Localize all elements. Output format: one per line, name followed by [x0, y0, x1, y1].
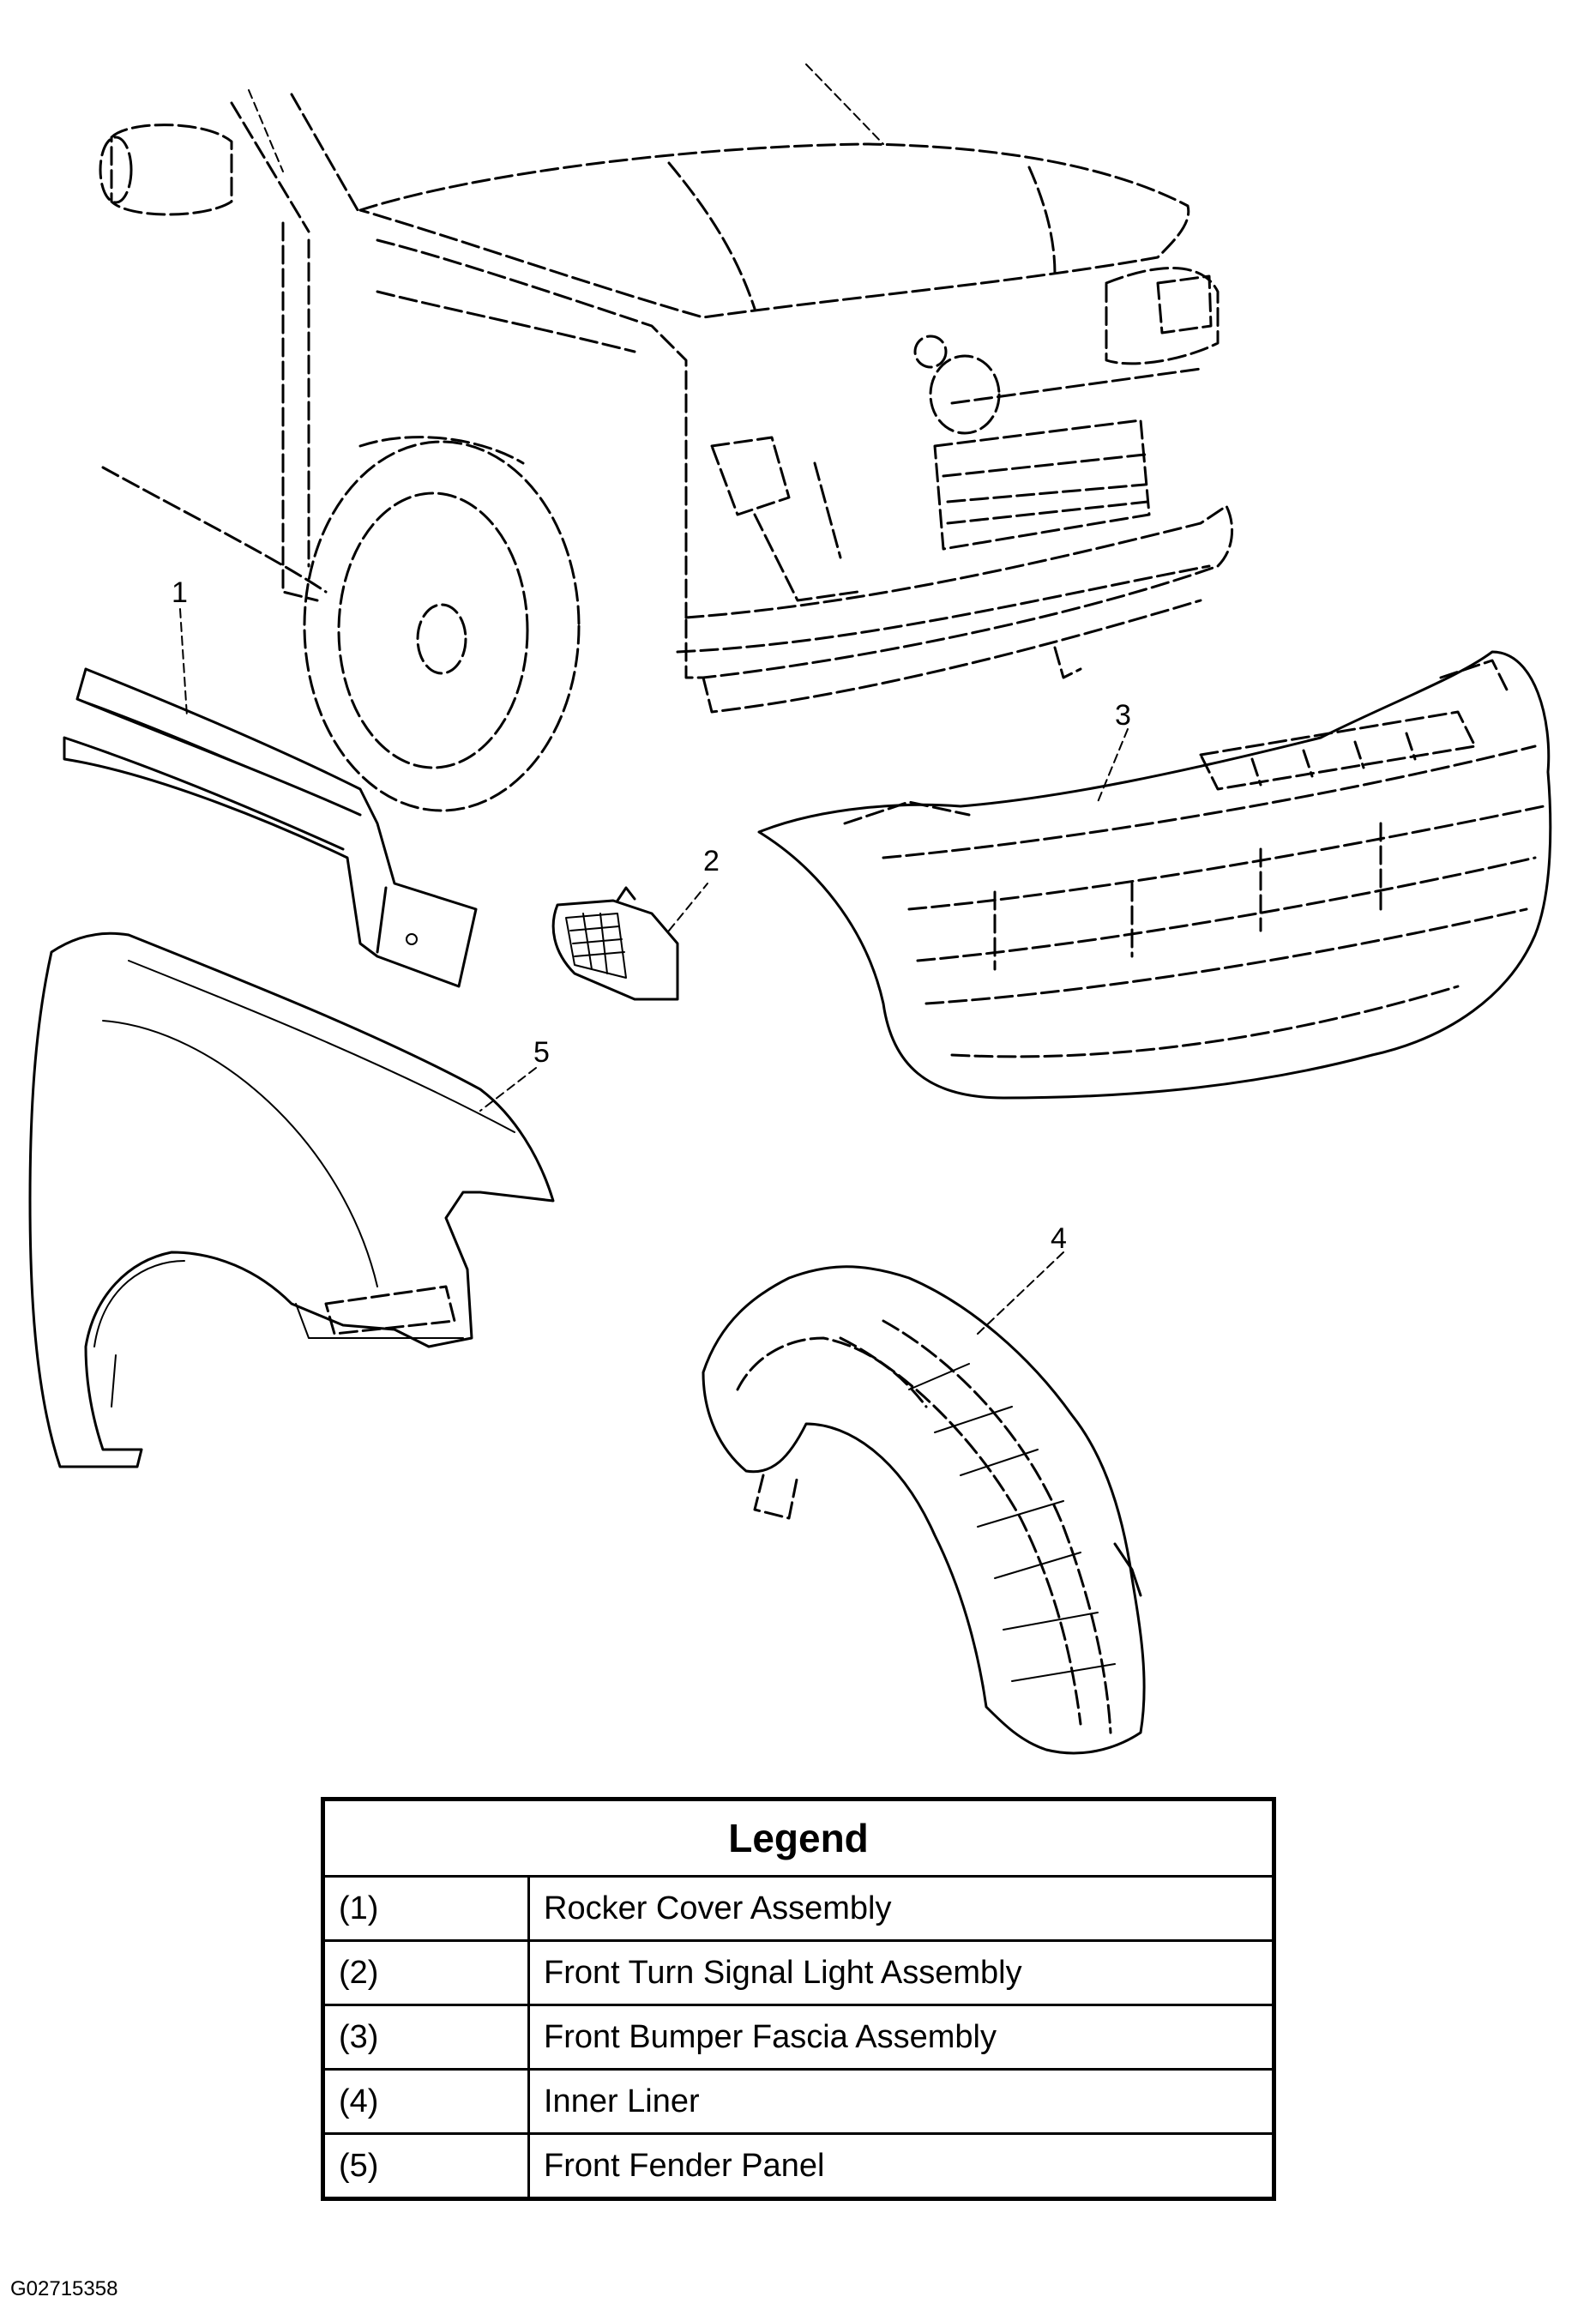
- legend-row: (3) Front Bumper Fascia Assembly: [322, 2004, 1275, 2071]
- callout-5: 5: [533, 1036, 550, 1069]
- callout-2: 2: [703, 845, 720, 877]
- bumper-fascia-illustration: [757, 650, 1552, 1100]
- callout-3: 3: [1115, 699, 1131, 732]
- legend-row-number: (4): [322, 2068, 530, 2135]
- legend-row-number: (1): [322, 1875, 530, 1942]
- inner-liner-illustration: [702, 1251, 1146, 1755]
- legend-row-label: Front Fender Panel: [527, 2132, 1275, 2200]
- legend-header-row: Legend: [322, 1798, 1275, 1878]
- exploded-view-drawing: [28, 63, 1552, 1755]
- legend-row-label: Inner Liner: [527, 2068, 1275, 2135]
- turn-signal-lamp-illustration: [551, 883, 708, 1001]
- legend-row-number: (5): [322, 2132, 530, 2200]
- legend-row-label: Rocker Cover Assembly: [527, 1875, 1275, 1942]
- legend-row: (2) Front Turn Signal Light Assembly: [322, 1939, 1275, 2006]
- legend-row-label: Front Bumper Fascia Assembly: [527, 2004, 1275, 2071]
- legend-row: (5) Front Fender Panel: [322, 2132, 1275, 2200]
- legend-title: Legend: [322, 1798, 1275, 1878]
- vehicle-front-illustration: [99, 63, 1234, 812]
- legend-row-label: Front Turn Signal Light Assembly: [527, 1939, 1275, 2006]
- legend-row: (4) Inner Liner: [322, 2068, 1275, 2135]
- figure-code: G02715358: [10, 2277, 118, 2300]
- fender-panel-illustration: [28, 931, 555, 1468]
- legend-row-number: (2): [322, 1939, 530, 2006]
- rocker-cover-illustration: [63, 608, 478, 988]
- legend-row: (1) Rocker Cover Assembly: [322, 1875, 1275, 1942]
- callout-4: 4: [1051, 1222, 1067, 1255]
- legend-table: Legend (1) Rocker Cover Assembly (2) Fro…: [321, 1797, 1276, 2201]
- legend-row-number: (3): [322, 2004, 530, 2071]
- callout-1: 1: [172, 576, 188, 609]
